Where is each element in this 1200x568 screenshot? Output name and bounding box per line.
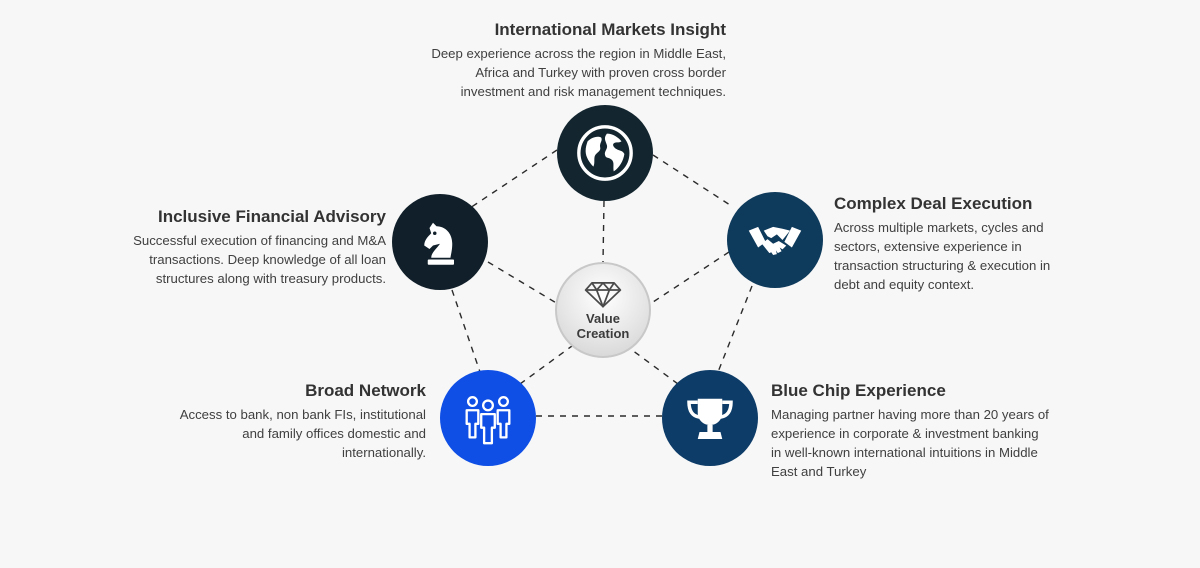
blue-chip-title: Blue Chip Experience <box>771 381 946 400</box>
complex-deal-node <box>727 192 823 288</box>
complex-deal-desc: Across multiple markets, cycles and sect… <box>834 220 1051 292</box>
edge-chess-people <box>451 289 481 373</box>
spoke-trophy <box>631 349 679 385</box>
value-creation-center: Value Creation <box>555 262 651 358</box>
inclusive-advisory-text: Inclusive Financial Advisory Successful … <box>80 207 386 288</box>
broad-network-title: Broad Network <box>305 381 426 400</box>
people-group-icon <box>465 396 511 445</box>
diamond-icon <box>584 282 622 308</box>
international-markets-desc: Deep experience across the region in Mid… <box>431 46 726 99</box>
spoke-people <box>519 345 573 385</box>
center-label-line2: Creation <box>576 326 630 341</box>
edge-globe-chess <box>469 149 558 209</box>
trophy-icon <box>687 398 733 439</box>
spoke-chess <box>487 261 559 305</box>
international-markets-node <box>557 105 653 201</box>
broad-network-node <box>440 370 536 466</box>
broad-network-desc: Access to bank, non bank FIs, institutio… <box>179 407 426 460</box>
edge-globe-handshake <box>652 154 731 206</box>
complex-deal-text: Complex Deal Execution Across multiple m… <box>834 194 1094 294</box>
spoke-globe <box>602 200 605 263</box>
center-label-line1: Value <box>586 311 620 326</box>
edge-handshake-trophy <box>717 285 753 373</box>
inclusive-advisory-node <box>392 194 488 290</box>
center-label: Value Creation <box>577 311 630 341</box>
globe-icon <box>577 125 633 181</box>
handshake-icon <box>748 226 802 255</box>
broad-network-text: Broad Network Access to bank, non bank F… <box>130 381 426 462</box>
blue-chip-desc: Managing partner having more than 20 yea… <box>771 407 1049 479</box>
chess-knight-icon <box>424 222 454 265</box>
spoke-handshake <box>649 251 730 305</box>
international-markets-title: International Markets Insight <box>494 20 726 39</box>
inclusive-advisory-title: Inclusive Financial Advisory <box>157 207 386 226</box>
inclusive-advisory-desc: Successful execution of financing and M&… <box>133 233 386 286</box>
blue-chip-node <box>662 370 758 466</box>
international-markets-text: International Markets Insight Deep exper… <box>380 20 726 101</box>
blue-chip-text: Blue Chip Experience Managing partner ha… <box>771 381 1091 481</box>
complex-deal-title: Complex Deal Execution <box>834 194 1033 213</box>
